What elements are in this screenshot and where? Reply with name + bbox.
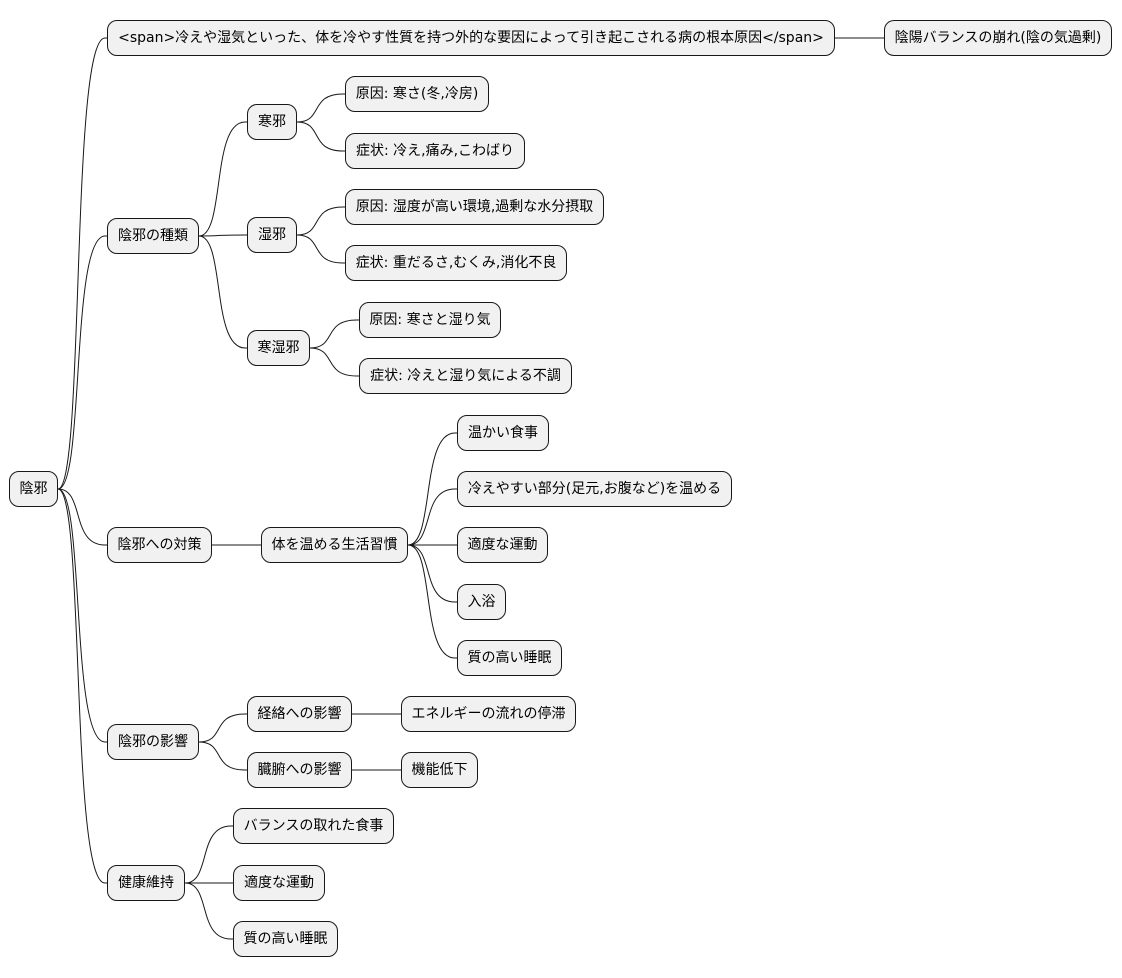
node-health-maintenance: 健康維持 xyxy=(107,865,185,901)
node-yinja-effects: 陰邪の影響 xyxy=(107,724,199,760)
connector-root-to-measures xyxy=(57,488,107,546)
connector-root-to-effects xyxy=(57,488,107,743)
node-kanja-cause: 原因: 寒さ(冬,冷房) xyxy=(345,76,489,112)
connector-kanja-to-kanja-cause xyxy=(296,93,345,123)
connector-effects-to-organs xyxy=(198,741,247,771)
node-warming-lifestyle: 体を温める生活習慣 xyxy=(261,527,408,563)
node-balanced-meal: バランスの取れた食事 xyxy=(233,808,394,844)
node-meridian-effect: 経絡への影響 xyxy=(247,696,352,732)
node-yinja-types: 陰邪の種類 xyxy=(107,218,199,254)
node-kanja-symptom: 症状: 冷え,痛み,こわばり xyxy=(345,133,525,169)
connector-effects-to-meridian xyxy=(198,713,247,743)
node-shitsuja-cause: 原因: 湿度が高い環境,過剰な水分摂取 xyxy=(345,189,604,225)
connector-types-to-kanja xyxy=(198,121,247,237)
node-kanshitsuja-cause: 原因: 寒さと湿り気 xyxy=(359,302,501,338)
connector-warm-to-bath xyxy=(407,544,457,603)
node-yinja-measures: 陰邪への対策 xyxy=(107,527,212,563)
node-quality-sleep: 質の高い睡眠 xyxy=(457,640,562,676)
connector-root-to-cause xyxy=(57,37,107,490)
node-shitsuja: 湿邪 xyxy=(247,217,297,253)
connector-warm-to-warm-meal xyxy=(407,432,457,546)
connector-root-to-health xyxy=(57,488,107,884)
connector-kanshitsuja-to-kanshitsuja-symptom xyxy=(309,347,359,377)
node-organ-effect: 臓腑への影響 xyxy=(247,752,352,788)
node-function-decline: 機能低下 xyxy=(401,752,478,788)
connector-warm-to-sleep-1 xyxy=(407,544,457,659)
connector-root-to-types xyxy=(57,235,107,490)
node-moderate-exercise-2: 適度な運動 xyxy=(233,865,325,901)
node-warm-cold-parts: 冷えやすい部分(足元,お腹など)を温める xyxy=(457,471,732,507)
node-energy-stagnation: エネルギーの流れの停滞 xyxy=(401,696,576,732)
node-yin-yang-imbalance: 陰陽バランスの崩れ(陰の気過剰) xyxy=(884,20,1112,56)
connector-shitsuja-to-shitsuja-symptom xyxy=(296,234,345,264)
node-root-cause: <span>冷えや湿気といった、体を冷やす性質を持つ外的な要因によって引き起こさ… xyxy=(107,20,835,56)
connector-types-to-kanshitsuja xyxy=(198,235,247,349)
connector-kanshitsuja-to-kanshitsuja-cause xyxy=(309,319,359,349)
connector-shitsuja-to-shitsuja-cause xyxy=(296,206,345,236)
connector-warm-to-warm-parts xyxy=(407,488,457,546)
connector-types-to-shitsuja xyxy=(198,234,247,237)
root-node-yinja: 陰邪 xyxy=(9,471,58,507)
node-quality-sleep-2: 質の高い睡眠 xyxy=(233,921,338,957)
node-warm-meal: 温かい食事 xyxy=(457,415,549,451)
node-bathing: 入浴 xyxy=(457,584,506,620)
node-kanja: 寒邪 xyxy=(247,104,297,140)
connector-kanja-to-kanja-symptom xyxy=(296,121,345,152)
node-kanshitsuja: 寒湿邪 xyxy=(247,330,310,366)
node-shitsuja-symptom: 症状: 重だるさ,むくみ,消化不良 xyxy=(345,245,567,281)
node-kanshitsuja-symptom: 症状: 冷えと湿り気による不調 xyxy=(359,358,572,394)
node-moderate-exercise: 適度な運動 xyxy=(457,527,548,563)
connector-health-to-sleep-2 xyxy=(184,882,233,940)
connector-health-to-balanced xyxy=(184,825,233,884)
